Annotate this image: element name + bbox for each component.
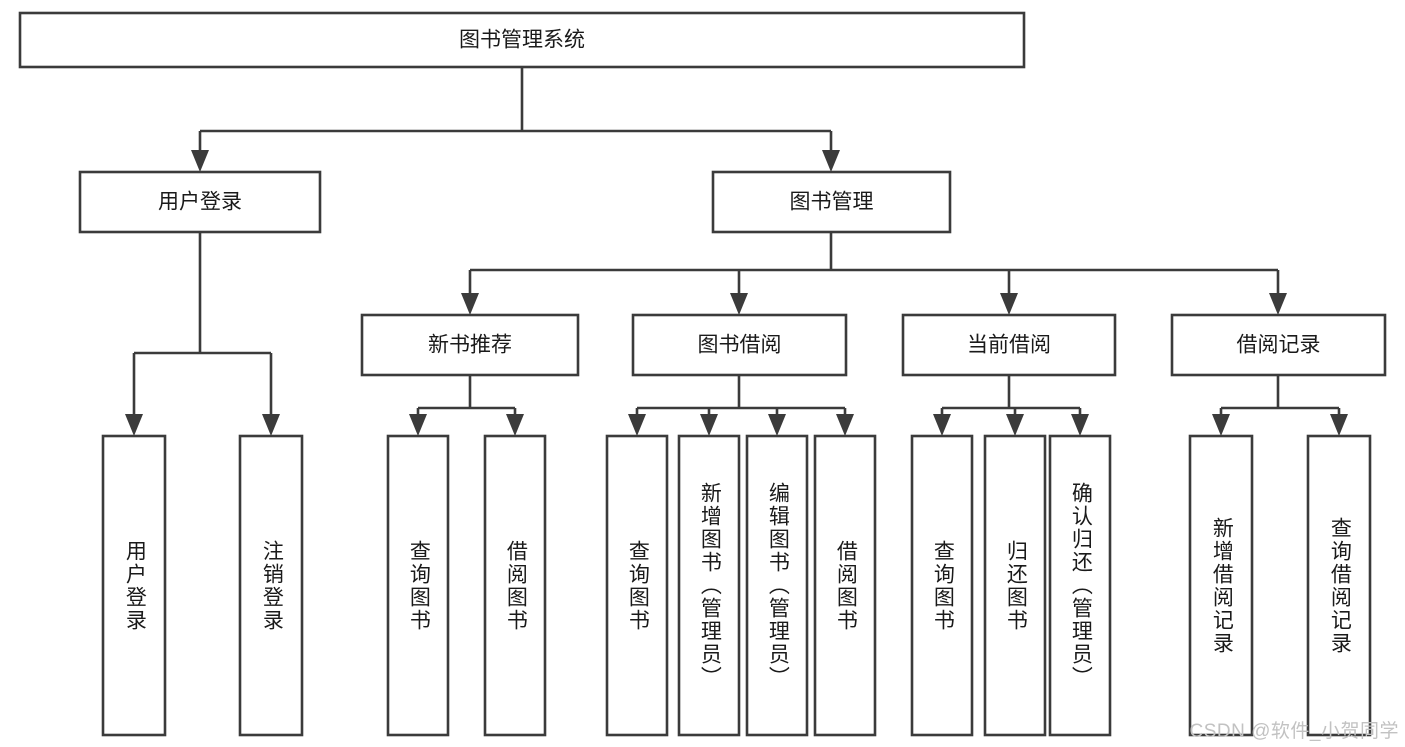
arrow-head-borrow-0 bbox=[628, 414, 646, 436]
arrow-head-current-1 bbox=[1006, 414, 1024, 436]
arrow-head-borrow-2 bbox=[768, 414, 786, 436]
arrow-head-userlogin-1 bbox=[262, 414, 280, 436]
node-box-leaf-3[interactable] bbox=[483, 434, 547, 737]
node-box-leaf-1[interactable] bbox=[238, 434, 304, 737]
connector-layer bbox=[125, 67, 1348, 436]
node-label-l3-0: 新书推荐 bbox=[428, 334, 512, 357]
arrow-head-bookmgmt-2 bbox=[1000, 293, 1018, 315]
arrow-head-bookmgmt-1 bbox=[730, 293, 748, 315]
node-label-l2-0: 用户登录 bbox=[158, 191, 242, 214]
arrow-head-userlogin-0 bbox=[125, 414, 143, 436]
arrow-head-bookmgmt-0 bbox=[461, 293, 479, 315]
node-box-leaf-9[interactable] bbox=[983, 434, 1047, 737]
arrow-head-record-0 bbox=[1212, 414, 1230, 436]
arrow-head-root-1 bbox=[822, 150, 840, 172]
node-box-l2-1[interactable] bbox=[711, 170, 952, 234]
node-box-root-0[interactable] bbox=[18, 11, 1026, 69]
node-box-leaf-4[interactable] bbox=[605, 434, 669, 737]
node-box-leaf-8[interactable] bbox=[910, 434, 974, 737]
arrow-head-bookmgmt-3 bbox=[1269, 293, 1287, 315]
arrow-head-record-1 bbox=[1330, 414, 1348, 436]
node-box-leaf-10[interactable] bbox=[1048, 434, 1112, 737]
csdn-watermark: CSDN @软件_小贺同学 bbox=[1189, 721, 1399, 742]
node-label-l2-1: 图书管理 bbox=[790, 191, 874, 214]
node-box-leaf-11[interactable] bbox=[1188, 434, 1254, 737]
node-box-leaf-7[interactable] bbox=[813, 434, 877, 737]
node-box-l3-1[interactable] bbox=[631, 313, 848, 377]
arrow-head-borrow-1 bbox=[700, 414, 718, 436]
node-box-l2-0[interactable] bbox=[78, 170, 322, 234]
node-label-l3-2: 当前借阅 bbox=[967, 334, 1051, 357]
node-box-leaf-6[interactable] bbox=[745, 434, 809, 737]
node-box-leaf-12[interactable] bbox=[1306, 434, 1372, 737]
node-box-l3-0[interactable] bbox=[360, 313, 580, 377]
node-box-l3-2[interactable] bbox=[901, 313, 1117, 377]
arrow-head-root-0 bbox=[191, 150, 209, 172]
node-box-layer bbox=[18, 11, 1387, 737]
arrow-head-borrow-3 bbox=[836, 414, 854, 436]
node-box-leaf-5[interactable] bbox=[677, 434, 741, 737]
node-label-root-0: 图书管理系统 bbox=[459, 29, 585, 52]
arrow-head-newbook-0 bbox=[409, 414, 427, 436]
arrow-head-current-2 bbox=[1071, 414, 1089, 436]
node-box-leaf-0[interactable] bbox=[101, 434, 167, 737]
arrow-head-current-0 bbox=[933, 414, 951, 436]
arrow-head-newbook-1 bbox=[506, 414, 524, 436]
node-label-l3-1: 图书借阅 bbox=[698, 334, 782, 357]
node-label-l3-3: 借阅记录 bbox=[1237, 334, 1321, 357]
node-box-l3-3[interactable] bbox=[1170, 313, 1387, 377]
node-box-leaf-2[interactable] bbox=[386, 434, 450, 737]
